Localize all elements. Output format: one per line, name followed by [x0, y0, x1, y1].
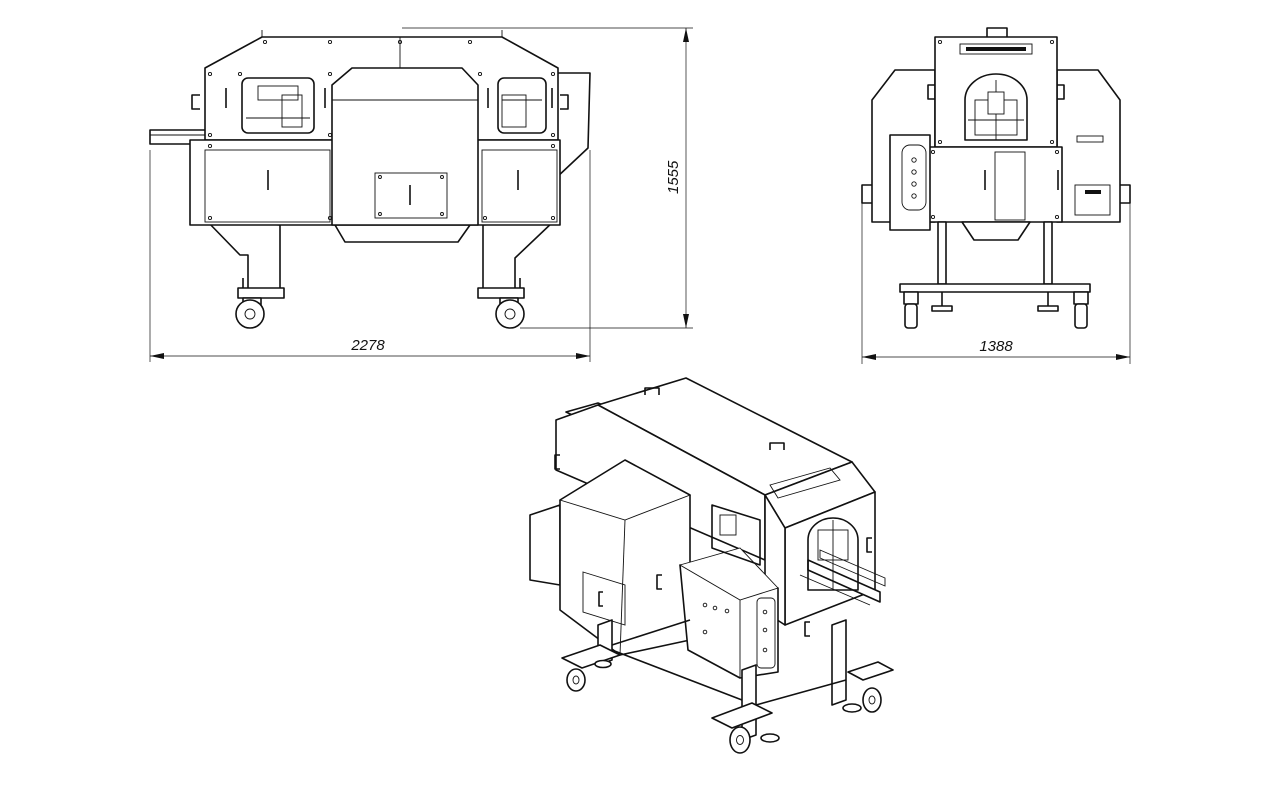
front-view	[861, 27, 1131, 329]
height-label: 1555	[665, 160, 682, 194]
isometric-view	[529, 377, 894, 754]
length-label: 2278	[350, 337, 385, 354]
length-dimension: 2278	[149, 150, 591, 362]
caster-left	[235, 278, 285, 329]
width-label: 1388	[979, 338, 1013, 355]
side-view	[149, 30, 591, 329]
caster-right	[477, 278, 525, 329]
width-dimension: 1388	[861, 195, 1131, 364]
height-dimension: 1555	[402, 27, 693, 329]
